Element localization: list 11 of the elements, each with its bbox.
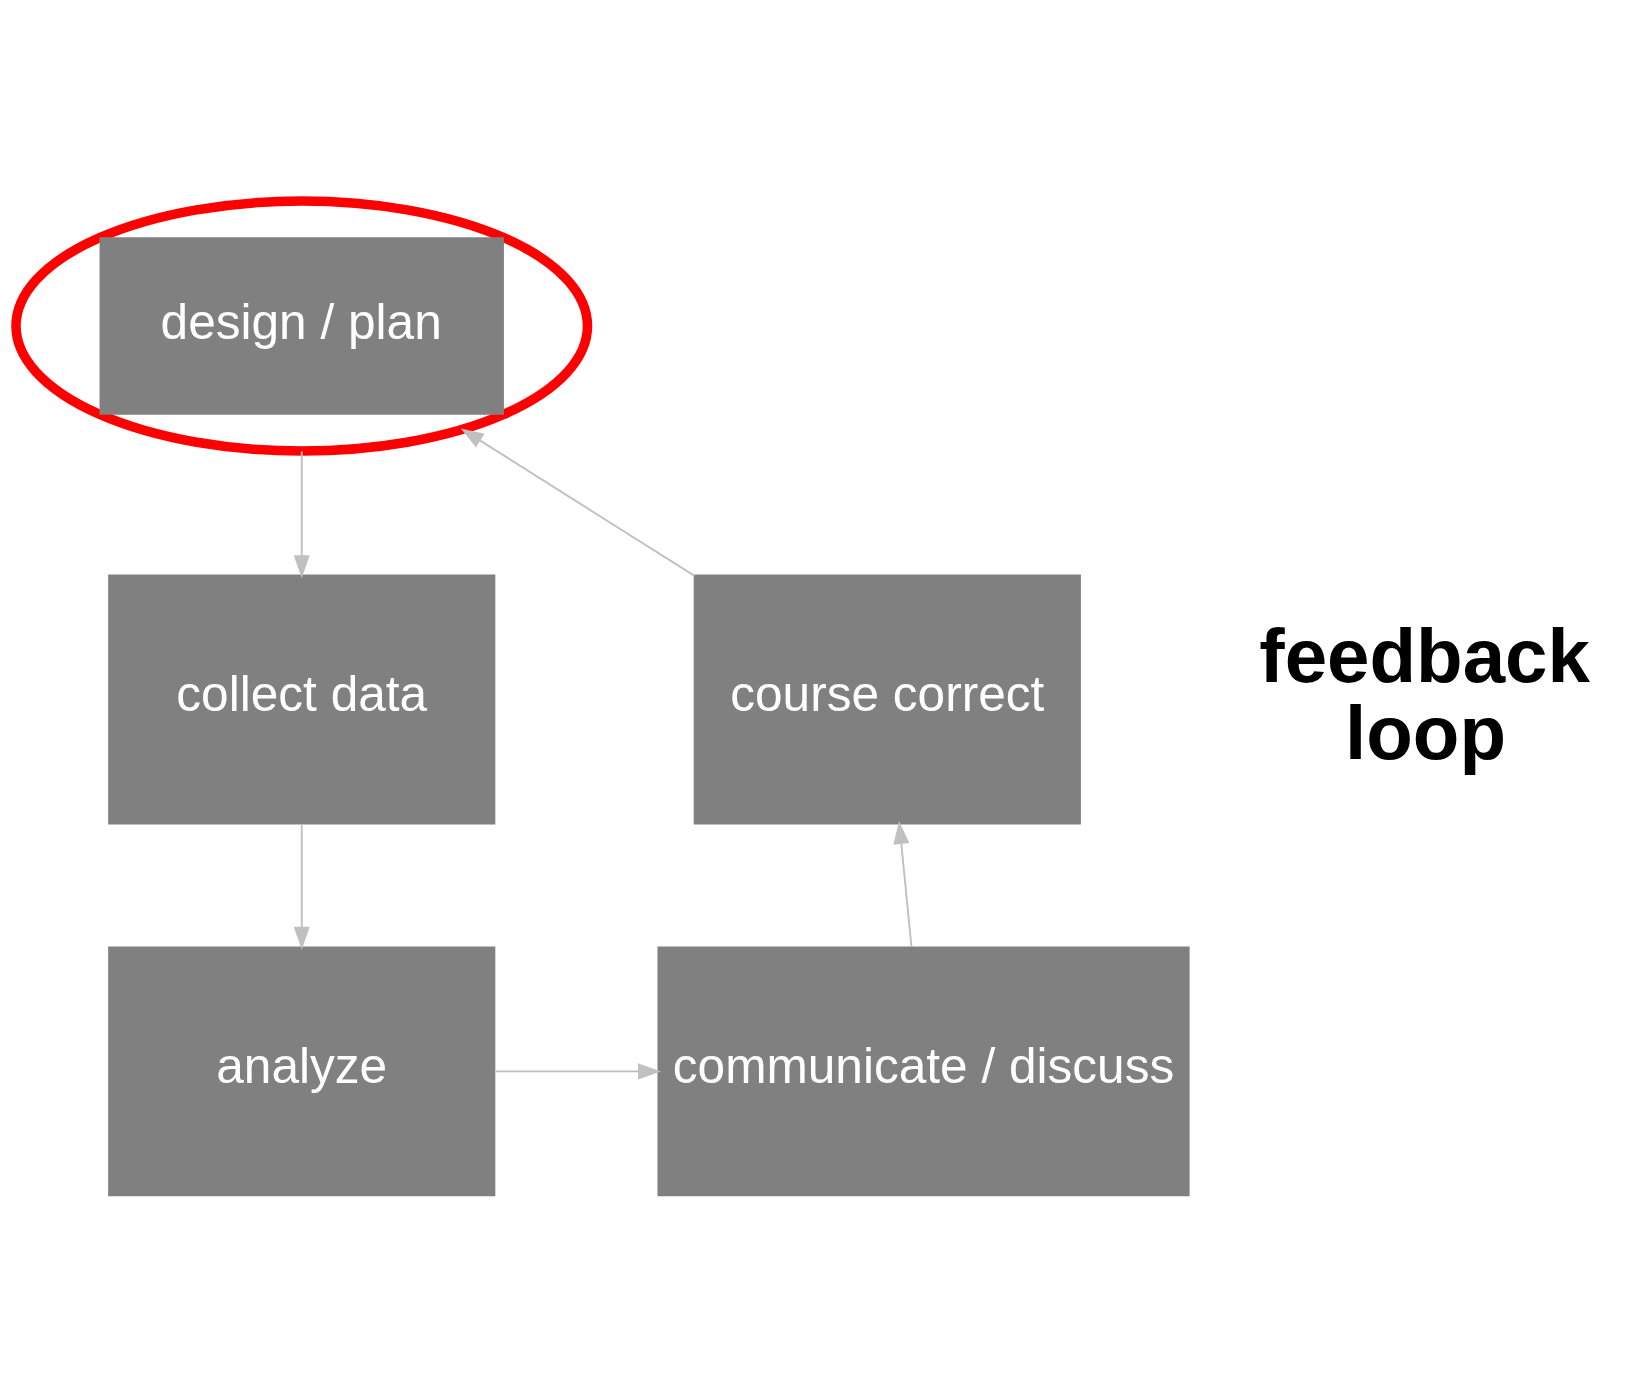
label: feedback loop	[1259, 612, 1590, 775]
arrow	[893, 820, 913, 948]
arrow	[293, 450, 310, 578]
node-box: collect data	[108, 574, 496, 824]
node-box: analyze	[108, 945, 496, 1196]
arrow	[493, 1062, 661, 1079]
node-ellipse: design / plan	[11, 195, 593, 456]
node-box: communicate / discuss	[657, 945, 1190, 1196]
arrow	[460, 427, 696, 577]
arrow	[293, 822, 310, 950]
node-box: course correct	[693, 574, 1081, 824]
